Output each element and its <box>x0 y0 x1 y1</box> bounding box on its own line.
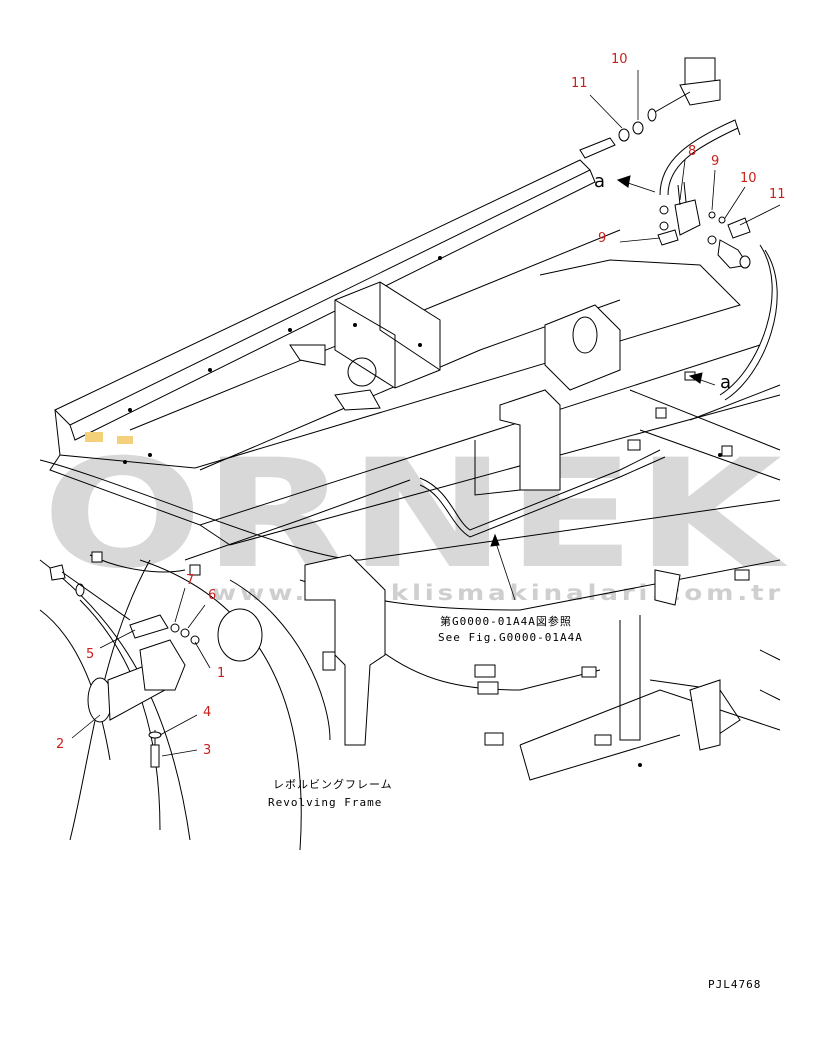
callout-10a: 10 <box>611 52 628 67</box>
highlight-sticker <box>85 432 103 442</box>
pressure-switch <box>674 199 701 236</box>
reference-note: 第G0000-01A4A図参照 See Fig.G0000-01A4A <box>438 614 583 644</box>
view-marker-top: a <box>594 171 605 192</box>
callout-8: 8 <box>688 144 696 159</box>
horn-assembly <box>49 551 201 768</box>
callout-11b: 11 <box>769 187 786 202</box>
frame-label: レボルビングフレーム Revolving Frame <box>268 777 393 809</box>
callout-3: 3 <box>203 743 211 758</box>
frame-label-jp: レボルビングフレーム <box>273 777 393 791</box>
callouts: 1 2 3 4 5 6 7 8 9 9 10 10 11 11 <box>56 52 786 758</box>
view-marker-right: a <box>720 372 731 393</box>
callout-9a: 9 <box>711 154 719 169</box>
callout-2: 2 <box>56 737 64 752</box>
frame-label-en: Revolving Frame <box>268 796 382 809</box>
callout-7: 7 <box>186 573 194 588</box>
horn-bracket <box>129 614 169 639</box>
callout-6: 6 <box>208 588 216 603</box>
leader-lines <box>71 70 781 757</box>
callout-9b: 9 <box>598 231 606 246</box>
frame-drawing <box>39 159 781 851</box>
callout-5: 5 <box>86 647 94 662</box>
reference-note-en: See Fig.G0000-01A4A <box>438 631 583 644</box>
callout-4: 4 <box>203 705 211 720</box>
watermark: ORNEK www.orneklismakinalari.com.tr <box>42 428 788 605</box>
callout-10b: 10 <box>740 171 757 186</box>
callout-11a: 11 <box>571 76 588 91</box>
switch-assembly <box>579 57 751 269</box>
callout-1: 1 <box>217 666 225 681</box>
reference-note-jp: 第G0000-01A4A図参照 <box>440 614 572 628</box>
watermark-url: www.orneklismakinalari.com.tr <box>212 581 784 605</box>
drawing-id: PJL4768 <box>708 978 761 991</box>
